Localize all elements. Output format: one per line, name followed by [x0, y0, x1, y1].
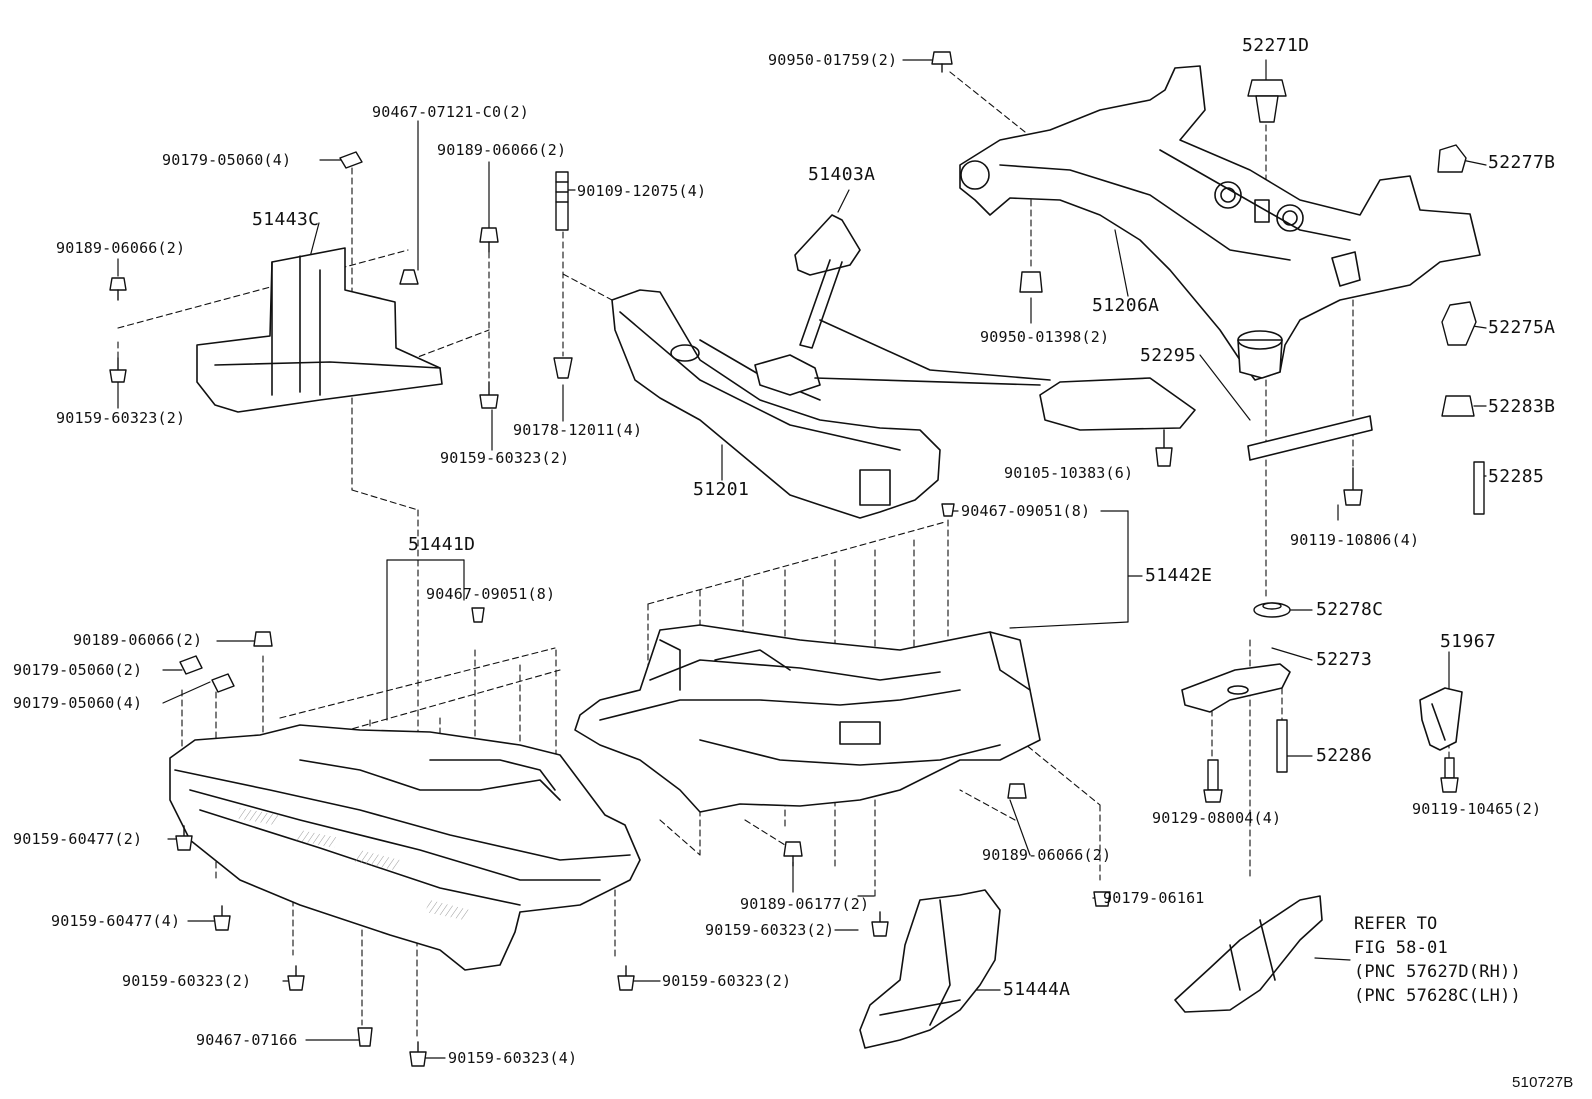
- label-90467-07166: 90467-07166: [196, 1031, 298, 1049]
- label-90950-01398: 90950-01398(2): [980, 328, 1110, 346]
- clip-90179-05060-a: [339, 151, 363, 169]
- refer-note: REFER TO FIG 58-01 (PNC 57627D(RH)) (PNC…: [1354, 914, 1521, 1006]
- clip-90179-05060-b: [179, 655, 203, 675]
- stopper-52283B: [1441, 395, 1475, 417]
- label-90467-09051-right: 90467-09051(8): [961, 502, 1091, 520]
- label-90159-60323-center: 90159-60323(2): [705, 921, 835, 939]
- nut-90950-01398: [1019, 271, 1043, 293]
- bolt-90159-60323-f: [409, 1041, 427, 1067]
- bolt-90119-10465: [1440, 757, 1459, 793]
- label-90159-60323-bottom: 90159-60323(4): [448, 1049, 578, 1067]
- label-51441D: 51441D: [408, 534, 476, 555]
- label-90179-05060-top: 90179-05060(4): [162, 151, 292, 169]
- label-90189-06066-right-lower: 90189-06066(2): [982, 846, 1112, 864]
- label-90189-06066-left: 90189-06066(2): [56, 239, 186, 257]
- bolt-90159-60323-b: [479, 381, 499, 409]
- washer-52278C: [1253, 602, 1291, 618]
- label-51206A: 51206A: [1092, 295, 1160, 316]
- label-51443C: 51443C: [252, 209, 320, 230]
- bushing-52271D: [1247, 79, 1287, 123]
- bolt-90189-06066-d: [1007, 783, 1027, 799]
- bolt-52285: [1473, 461, 1485, 515]
- bolt-90159-60323-c: [287, 965, 305, 991]
- bracket-51967: [1419, 687, 1463, 751]
- label-90159-60323-lower-mid: 90159-60323(2): [662, 972, 792, 990]
- stud-90109-12075: [555, 171, 569, 231]
- bolt-90189-06066-c: [253, 631, 273, 647]
- label-52278C: 52278C: [1316, 599, 1384, 620]
- label-90119-10465: 90119-10465(2): [1412, 800, 1542, 818]
- bushing-52275A: [1441, 301, 1477, 346]
- undercover-51441D: [169, 724, 641, 971]
- bracket-51443C: [196, 247, 443, 413]
- bolt-90159-60477-a: [175, 825, 193, 851]
- bolt-90105-10383: [1155, 429, 1173, 467]
- clip-90467-09051-a: [941, 503, 955, 517]
- label-90109-12075: 90109-12075(4): [577, 182, 707, 200]
- leader-lines: [117, 59, 1487, 1059]
- stopper-52277B: [1437, 144, 1467, 173]
- bolt-90189-06066-a: [109, 277, 127, 301]
- bolt-52286: [1276, 719, 1288, 773]
- bracket-52273: [1181, 663, 1291, 713]
- bolt-90129-08004: [1203, 759, 1223, 803]
- label-52275A: 52275A: [1488, 317, 1556, 338]
- bolt-90159-60477-b: [213, 905, 231, 931]
- label-90178-12011: 90178-12011(4): [513, 421, 643, 439]
- label-90159-60323-lower-left: 90159-60323(2): [122, 972, 252, 990]
- hardware: [109, 51, 1485, 1067]
- cover-51444A: [859, 889, 1001, 1049]
- label-90159-60477-four: 90159-60477(4): [51, 912, 181, 930]
- label-90189-06066-left-lower: 90189-06066(2): [73, 631, 203, 649]
- label-90189-06066-top: 90189-06066(2): [437, 141, 567, 159]
- label-90159-60323-mid: 90159-60323(2): [440, 449, 570, 467]
- clip-90467-07166: [357, 1027, 373, 1047]
- bolt-90159-60323-a: [109, 357, 127, 383]
- label-51967: 51967: [1440, 631, 1497, 652]
- bolt-90159-60323-e: [617, 965, 635, 991]
- label-52295: 52295: [1140, 345, 1197, 366]
- undercover-51442E: [574, 624, 1041, 813]
- clip-90950-01759: [931, 51, 953, 73]
- label-90950-01759: 90950-01759(2): [768, 51, 898, 69]
- nut-90178-12011: [553, 357, 573, 379]
- refer-part: [1174, 895, 1323, 1013]
- front-crossmember-51201: [611, 289, 941, 519]
- label-52286: 52286: [1316, 745, 1373, 766]
- brace-51403A: [754, 214, 1196, 431]
- rear-crossmember-51206A: [959, 65, 1481, 381]
- label-90179-05060-four: 90179-05060(4): [13, 694, 143, 712]
- label-52271D: 52271D: [1242, 35, 1310, 56]
- label-90105-10383: 90105-10383(6): [1004, 464, 1134, 482]
- clip-90179-06161: [1093, 891, 1111, 907]
- label-90129-08004: 90129-08004(4): [1152, 809, 1282, 827]
- bolt-90189-06177: [783, 841, 803, 867]
- label-90189-06177: 90189-06177(2): [740, 895, 870, 913]
- label-51442E: 51442E: [1145, 565, 1213, 586]
- bar-52295: [1247, 415, 1373, 461]
- label-90119-10806: 90119-10806(4): [1290, 531, 1420, 549]
- label-52283B: 52283B: [1488, 396, 1556, 417]
- label-90179-05060-two: 90179-05060(2): [13, 661, 143, 679]
- clip-90467-09051-b: [471, 607, 485, 623]
- label-52277B: 52277B: [1488, 152, 1556, 173]
- clip-90179-05060-c: [211, 673, 235, 693]
- label-52285: 52285: [1488, 466, 1545, 487]
- bolt-90189-06066-b: [479, 227, 499, 253]
- label-90179-06161: 90179-06161: [1103, 889, 1205, 907]
- label-90159-60323-left: 90159-60323(2): [56, 409, 186, 427]
- label-51403A: 51403A: [808, 164, 876, 185]
- label-90467-07121-C0: 90467-07121-C0(2): [372, 103, 529, 121]
- label-90467-09051-left: 90467-09051(8): [426, 585, 556, 603]
- bolt-90159-60323-d: [871, 911, 889, 937]
- label-52273: 52273: [1316, 649, 1373, 670]
- label-51201: 51201: [693, 479, 750, 500]
- label-51444A: 51444A: [1003, 979, 1071, 1000]
- figure-number: 510727B: [1512, 1074, 1574, 1091]
- bolt-90119-10806: [1343, 467, 1363, 506]
- clip-90467-07121: [399, 269, 419, 285]
- label-90159-60477-two: 90159-60477(2): [13, 830, 143, 848]
